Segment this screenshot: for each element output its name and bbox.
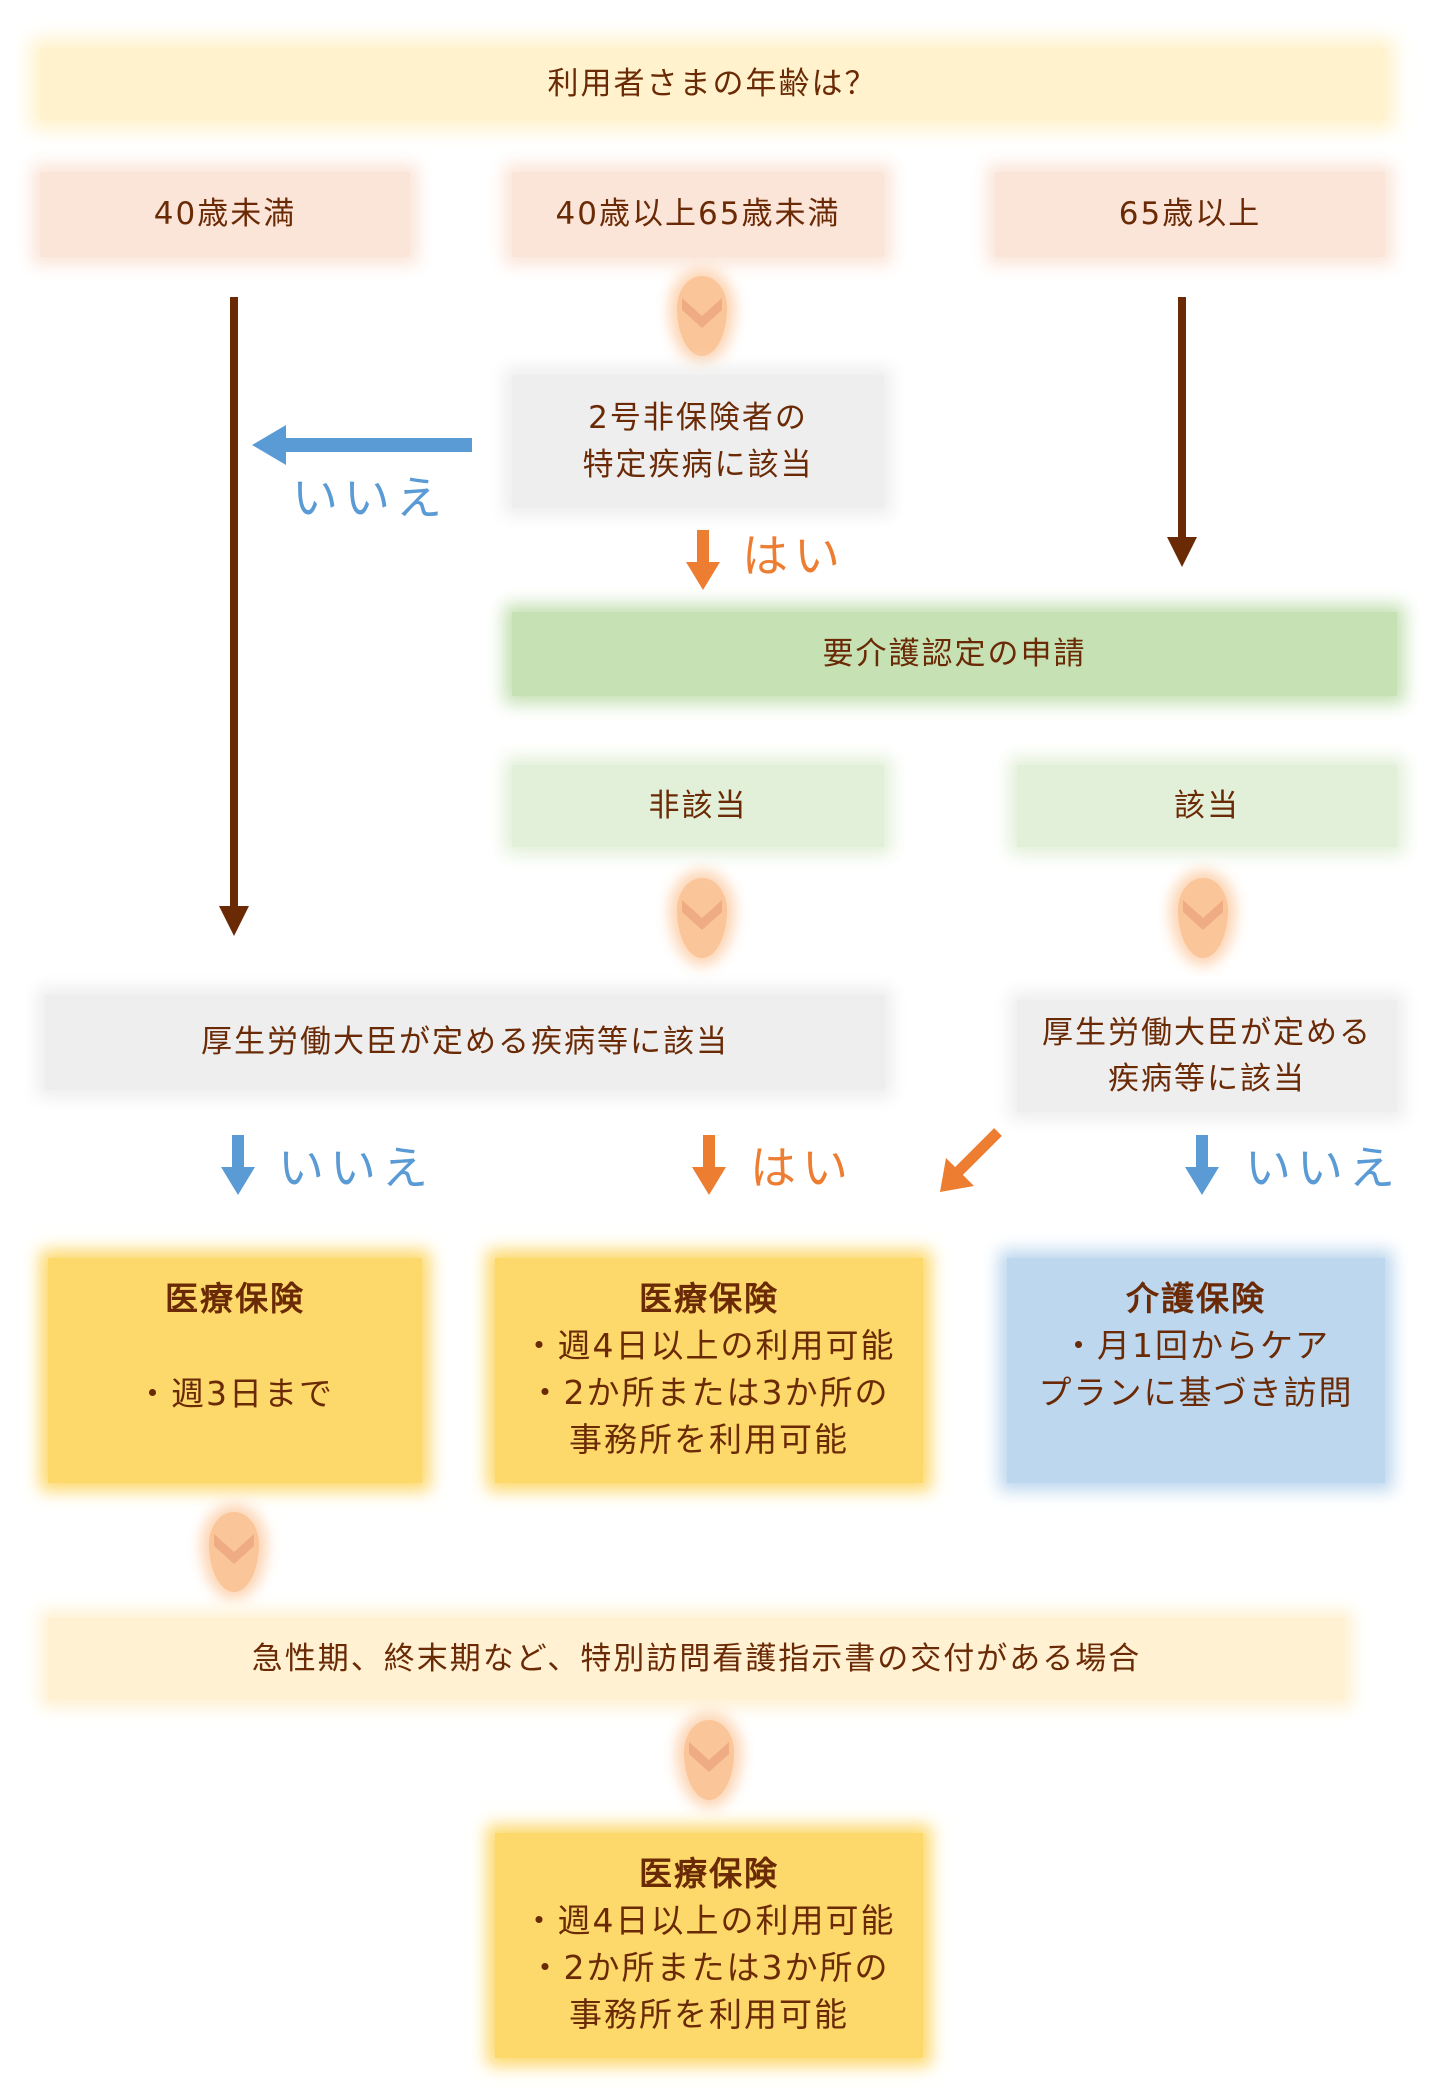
over-65-arrow-head-icon	[1167, 537, 1197, 567]
special-case: 急性期、終末期など、特別訪問看護指示書の交付がある場合	[251, 1640, 1142, 1677]
age-question-box: 利用者さまの年齢は？	[40, 48, 1385, 120]
arrow-left-icon	[252, 425, 472, 465]
under-40-arrow-head-icon	[219, 906, 249, 936]
age-65-over-box: 65歳以上	[995, 172, 1385, 257]
arrow-down-icon	[1185, 1135, 1219, 1195]
specific-disease-line-2: 特定疾病に該当	[582, 446, 814, 483]
final-result-line: ・週4日以上の利用可能	[522, 1900, 896, 1940]
final-result-line: 事務所を利用可能	[569, 1994, 849, 2034]
specific-disease-box: 2号非保険者の 特定疾病に該当	[512, 375, 884, 508]
result-line: 事務所を利用可能	[569, 1419, 849, 1459]
specific-disease-line-1: 2号非保険者の	[588, 400, 808, 436]
care-application: 要介護認定の申請	[822, 635, 1087, 672]
age-40-to-64: 40歳以上65歳未満	[555, 196, 841, 233]
result-title: 介護保険	[1126, 1279, 1266, 1318]
final-result-line: ・2か所または3か所の	[528, 1947, 890, 1987]
applicable: 該当	[1174, 787, 1240, 824]
applicable-box: 該当	[1017, 765, 1397, 847]
result-medical-extended: 医療保険 ・週4日以上の利用可能 ・2か所または3か所の 事務所を利用可能	[495, 1258, 923, 1483]
result-medical-limited: 医療保険 ・週3日まで	[48, 1258, 422, 1483]
arrow-down-icon	[221, 1135, 255, 1195]
over-65-flow-line	[1178, 297, 1186, 540]
age-40-to-64-box: 40歳以上65歳未満	[512, 172, 884, 257]
not-applicable-box: 非該当	[512, 765, 884, 847]
arrow-diagonal-icon	[940, 1128, 1002, 1192]
no-label-specific: いいえ	[292, 471, 448, 525]
chevron-down-icon	[1168, 878, 1238, 962]
age-under-40-box: 40歳未満	[40, 172, 410, 257]
no-label-left: いいえ	[278, 1141, 434, 1195]
age-65-over: 65歳以上	[1118, 196, 1262, 233]
minister-disease-left: 厚生労働大臣が定める疾病等に該当	[201, 1024, 729, 1061]
yes-label-specific: はい	[742, 529, 846, 583]
minister-disease-box-left: 厚生労働大臣が定める疾病等に該当	[45, 995, 885, 1090]
result-line: ・2か所または3か所の	[528, 1372, 890, 1412]
age-under-40: 40歳未満	[153, 196, 297, 233]
care-application-box: 要介護認定の申請	[512, 612, 1397, 696]
minister-disease-right-line-1: 厚生労働大臣が定める	[1042, 1014, 1372, 1051]
under-40-flow-line	[230, 297, 238, 909]
minister-disease-box-right: 厚生労働大臣が定める 疾病等に該当	[1017, 1000, 1397, 1112]
final-result-medical: 医療保険 ・週4日以上の利用可能 ・2か所または3か所の 事務所を利用可能	[495, 1833, 923, 2058]
chevron-down-icon	[667, 276, 737, 360]
yes-label-center: はい	[750, 1141, 854, 1195]
result-care-insurance: 介護保険 ・月1回からケア プランに基づき訪問	[1007, 1258, 1385, 1483]
result-line: プランに基づき訪問	[1038, 1372, 1354, 1412]
minister-disease-right-line-2: 疾病等に該当	[1108, 1061, 1306, 1097]
arrow-down-icon	[692, 1135, 726, 1195]
chevron-down-icon	[199, 1512, 269, 1596]
result-title: 医療保険	[165, 1279, 305, 1318]
age-question: 利用者さまの年齢は？	[547, 65, 878, 102]
result-line: ・月1回からケア	[1062, 1325, 1330, 1365]
chevron-down-icon	[667, 878, 737, 962]
arrow-down-icon	[686, 530, 720, 590]
result-title: 医療保険	[639, 1279, 779, 1318]
special-case-box: 急性期、終末期など、特別訪問看護指示書の交付がある場合	[48, 1618, 1345, 1700]
final-result-title: 医療保険	[639, 1854, 779, 1893]
result-line: ・週4日以上の利用可能	[522, 1325, 896, 1365]
result-line: ・週3日まで	[136, 1373, 334, 1413]
not-applicable: 非該当	[648, 787, 748, 824]
chevron-down-icon	[674, 1720, 744, 1804]
no-label-right: いいえ	[1245, 1141, 1401, 1195]
